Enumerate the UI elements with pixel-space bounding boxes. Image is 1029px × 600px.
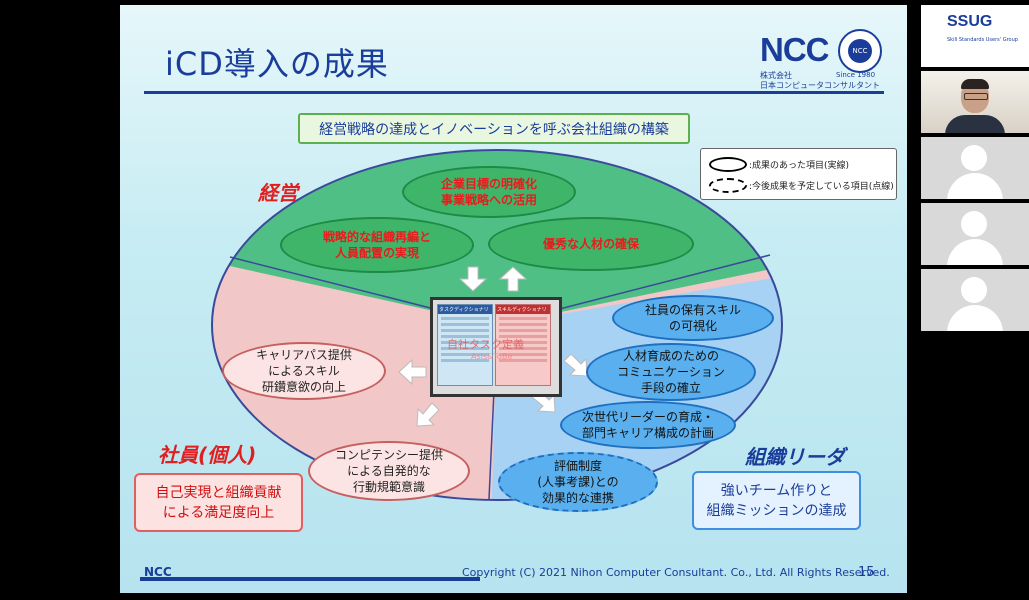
participant-tile-logo[interactable]: SSUG Skill Standards Users' Group <box>921 5 1029 67</box>
leader-item: 次世代リーダーの育成・部門キャリア構成の計画 <box>560 401 736 449</box>
logo-since: Since 1980 <box>836 71 876 79</box>
section-management: 経営 <box>258 181 298 205</box>
participant-tile[interactable] <box>921 137 1029 199</box>
logo-name: NCC <box>760 31 829 68</box>
skill-dictionary-panel: スキルディクショナリ <box>495 304 551 386</box>
video-participants-panel: SSUG Skill Standards Users' Group <box>921 5 1029 331</box>
strategy-banner: 経営戦略の達成とイノベーションを呼ぶ会社組織の構築 <box>298 113 690 144</box>
dashed-oval-icon <box>709 178 747 193</box>
participant-tile[interactable] <box>921 269 1029 331</box>
center-overlay-text: 自社タスク定義 <box>447 338 524 351</box>
slide-footer: NCC Copyright (C) 2021 Nihon Computer Co… <box>140 565 890 581</box>
mgmt-item: 優秀な人材の確保 <box>488 217 694 271</box>
ssug-logo: SSUG <box>947 13 993 30</box>
employee-item: キャリアパス提供によるスキル研鑽意欲の向上 <box>222 342 386 400</box>
leader-item-planned: 評価制度(人事考課)との効果的な連携 <box>498 452 658 512</box>
task-dictionary-panel: タスクディクショナリ <box>437 304 493 386</box>
participant-video <box>945 115 1005 133</box>
participant-tile-camera[interactable] <box>921 71 1029 133</box>
employee-result-box: 自己実現と組織貢献による満足度向上 <box>134 473 303 532</box>
footer-brand: NCC <box>144 565 172 579</box>
page-number: 15 <box>858 565 875 580</box>
center-overlay-text2: AsIs&ToBe <box>471 352 513 361</box>
section-employee: 社員(個人) <box>158 443 257 467</box>
avatar-icon <box>961 211 987 237</box>
employee-item: コンピテンシー提供による自発的な行動規範意識 <box>308 441 470 501</box>
ncc-logo: NCC NCC Since 1980 株式会社 日本コンピュータコンサルタント <box>760 25 890 90</box>
leader-result-box: 強いチーム作りと組織ミッションの達成 <box>692 471 861 530</box>
solid-oval-icon <box>709 157 747 172</box>
glasses-icon <box>964 93 988 100</box>
legend-solid: :成果のあった項目(実線) <box>709 157 849 172</box>
leader-item: 社員の保有スキルの可視化 <box>612 295 774 341</box>
logo-company-line2: 日本コンピュータコンサルタント <box>760 81 880 90</box>
logo-company-line1: 株式会社 <box>760 71 792 80</box>
participant-tile[interactable] <box>921 203 1029 265</box>
arrow-icons <box>398 266 588 427</box>
slide-title: iCD導入の成果 <box>165 45 389 83</box>
leader-item: 人材育成のためのコミュニケーション手段の確立 <box>586 343 756 401</box>
avatar-icon <box>961 145 987 171</box>
footer-copyright: Copyright (C) 2021 Nihon Computer Consul… <box>462 566 890 579</box>
legend: :成果のあった項目(実線) :今後成果を予定している項目(点線) <box>700 148 897 200</box>
mgmt-item: 戦略的な組織再編と人員配置の実現 <box>280 217 474 273</box>
legend-dashed: :今後成果を予定している項目(点線) <box>709 178 894 193</box>
presentation-slide: iCD導入の成果 NCC NCC Since 1980 株式会社 日本コンピュー… <box>120 5 907 593</box>
avatar-icon <box>961 277 987 303</box>
mgmt-item: 企業目標の明確化事業戦略への活用 <box>402 166 576 218</box>
seal-icon: NCC <box>838 29 882 73</box>
section-org-leader: 組織リーダ <box>745 445 845 469</box>
title-underline <box>144 91 884 94</box>
dictionary-screenshot: タスクディクショナリ スキルディクショナリ 自社タスク定義 AsIs&ToBe <box>430 297 562 397</box>
